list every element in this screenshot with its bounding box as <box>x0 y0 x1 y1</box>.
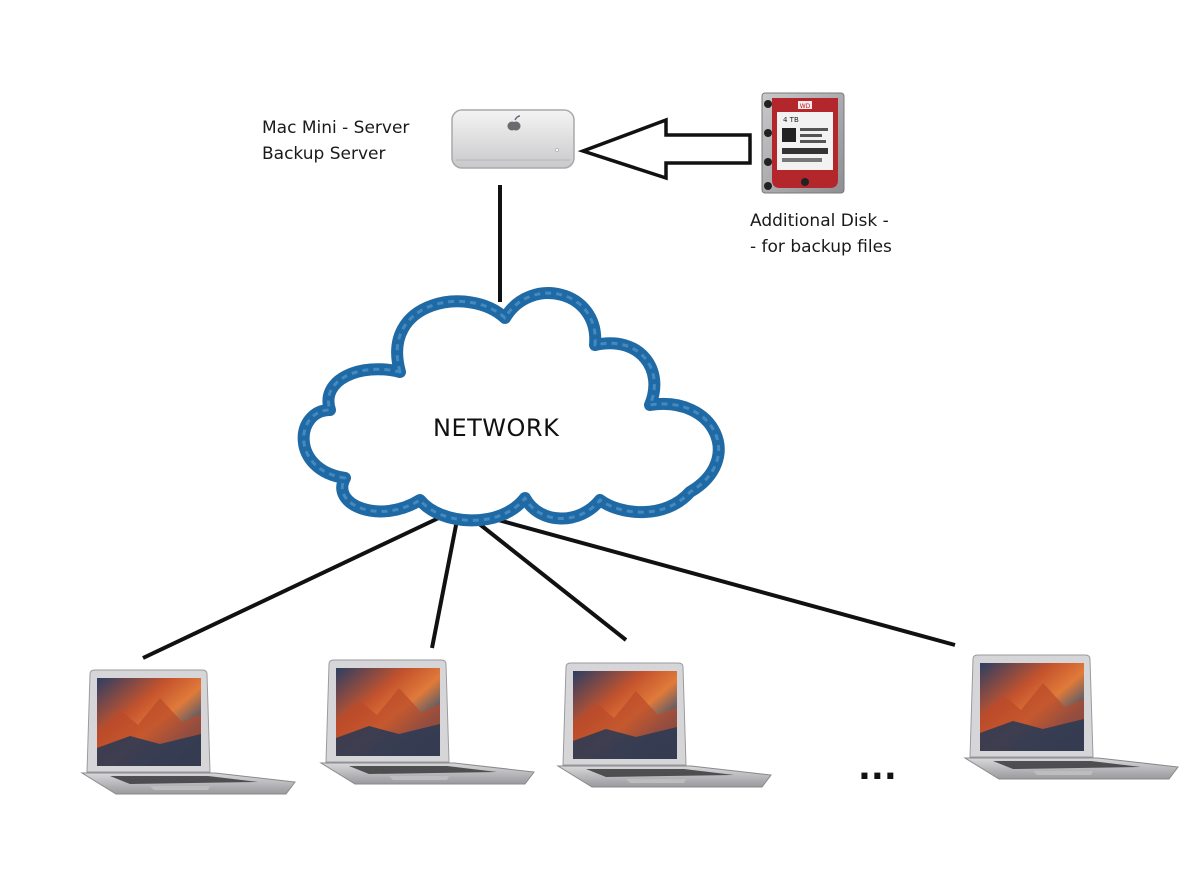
client-laptop-1 <box>81 669 296 795</box>
apple-logo-icon <box>507 115 521 131</box>
disk-brand-text: WD <box>800 103 811 110</box>
mac-mini-server <box>451 109 575 169</box>
server-label: Mac Mini - Server Backup Server <box>262 115 409 167</box>
link-client-3 <box>466 513 628 642</box>
network-label: NETWORK <box>433 414 560 442</box>
disk-label: Additional Disk - - for backup files <box>750 208 892 260</box>
client-laptop-3 <box>557 662 772 788</box>
server-label-line1: Mac Mini - Server <box>262 118 410 138</box>
link-client-2 <box>430 514 460 649</box>
client-laptop-4 <box>964 654 1179 780</box>
client-laptop-2 <box>320 659 535 785</box>
more-clients-ellipsis: ... <box>858 748 897 788</box>
disk-capacity-text: 4 TB <box>783 116 799 124</box>
network-cloud <box>297 287 725 527</box>
hard-disk: WD 4 TB <box>761 92 845 194</box>
link-client-4 <box>479 513 956 647</box>
backup-arrow <box>577 117 752 181</box>
server-label-line2: Backup Server <box>262 144 386 164</box>
disk-label-line2: - for backup files <box>750 237 892 257</box>
disk-label-line1: Additional Disk - <box>750 211 889 231</box>
link-client-1 <box>142 513 446 660</box>
